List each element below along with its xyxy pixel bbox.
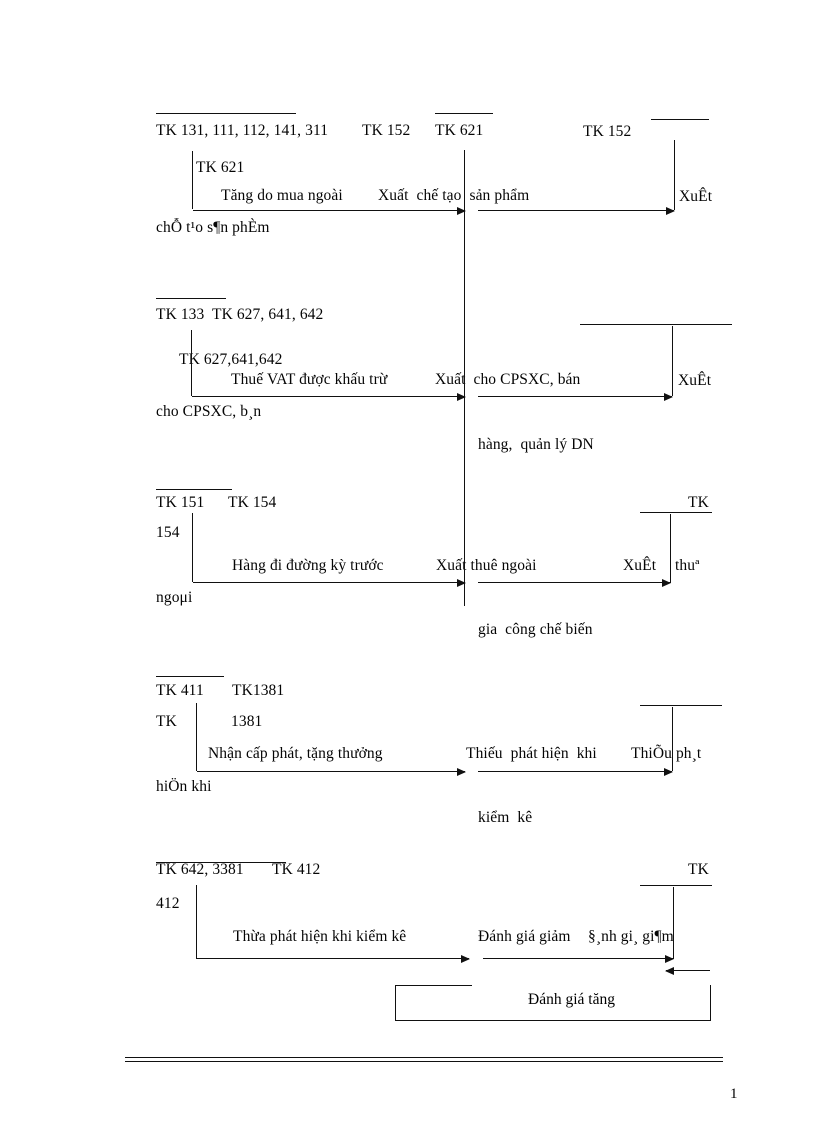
section-1-left-flow-label: Tăng do mua ngoài [221,187,343,204]
section-2-right-arrow [478,392,673,401]
section-4-header-left-inner: TK [156,713,177,730]
section-3-header-left: TK 151 [156,494,205,511]
section-3-right-vline [670,514,671,583]
section-2-center-flow-label-2: hàng, quản lý DN [478,436,594,453]
section-4-right-vline [672,707,673,771]
section-5-loop-label: Đánh giá tăng [528,991,615,1008]
section-3-right-end-label-2: thuª [675,557,700,574]
section-5-loop-box [395,985,711,1021]
section-1-right-arrow [478,206,675,215]
section-2-right-vline [672,326,673,396]
section-4-right-arrow [478,767,673,776]
section-5-header-right: TK [688,861,709,878]
section-5-loop-arrow [665,966,710,975]
section-3-right-end-label: XuÊt [623,557,657,574]
center-spine-vline [464,150,465,606]
section-5-header-left: TK 642, 3381 [156,861,244,878]
section-5-inner-label: 412 [156,895,180,912]
section-2-header-left: TK 133 [156,306,205,323]
section-1-left-vline [192,151,193,209]
section-5-right-top-hline [640,885,712,886]
section-5-left-vline [196,885,197,959]
overline-section-1-left [156,113,296,114]
section-4-center-flow-label: Thiếu phát hiện khi [466,745,597,762]
section-3-header-right: TK [688,494,709,511]
section-3-left-arrow [193,578,466,587]
section-4-left-arrow [197,767,466,776]
section-5-left-arrow [197,954,470,963]
overline-section-3-left [156,489,232,490]
section-3-overflow-line: ngoμi [156,589,193,606]
section-4-overflow-line: hiÖn khi [156,778,212,795]
overline-section-5-left [156,862,286,863]
section-4-header-center: TK1381 [232,682,285,699]
section-2-right-top-hline [580,324,732,325]
section-1-header-center: TK 621 [435,122,484,139]
section-5-loop-box-top-segment [395,985,472,986]
section-1-right-end-label: XuÊt [679,188,713,205]
section-4-header-left: TK 411 [156,682,204,699]
section-5-left-flow-label: Thừa phát hiện khi kiểm kê [233,928,407,945]
section-2-overflow-line: cho CPSXC, b¸n [156,403,262,420]
section-4-center-flow-label-2: kiểm kê [478,809,533,826]
footer-rule [125,1057,723,1062]
section-1-header-left-second: TK 152 [362,122,411,139]
section-5-right-end-label: §¸nh gi¸ gi¶m [588,928,674,945]
section-1-header-right: TK 152 [583,123,632,140]
section-4-right-top-hline [640,705,722,706]
section-2-center-flow-label: Xuất cho CPSXC, bán [435,371,581,388]
section-2-inner-label: TK 627,641,642 [179,351,283,368]
overline-section-1-right [651,119,709,120]
section-5-center-flow-label: Đánh giá giảm [478,928,571,945]
section-5-right-arrow [483,954,674,963]
section-2-left-vline [191,330,192,396]
section-3-right-top-hline [640,512,712,513]
page-number: 1 [730,1086,738,1102]
section-1-right-vline [674,140,675,210]
section-3-center-flow-label: Xuất thuê ngoài [436,557,537,574]
section-2-header-center: TK 627, 641, 642 [212,306,324,323]
section-4-inner-label: 1381 [231,713,263,730]
overline-section-4-left [156,676,224,677]
section-1-overflow-line: chỖ t¹o s¶n phÈm [156,219,270,236]
overline-section-1-center [435,113,493,114]
section-4-left-vline [196,703,197,771]
section-2-right-end-label: XuÊt [678,372,712,389]
section-2-left-arrow [192,392,466,401]
section-2-left-flow-label: Thuế VAT được khấu trừ [231,371,388,388]
section-1-center-flow-label: Xuất chế tạo sản phẩm [378,187,530,204]
section-5-right-vline [673,887,674,959]
section-3-header-center: TK 154 [228,494,277,511]
section-1-inner-label: TK 621 [196,159,245,176]
section-5-header-center: TK 412 [272,861,321,878]
section-3-right-arrow [478,578,671,587]
section-3-center-flow-label-2: gia công chế biến [478,621,593,638]
section-4-left-flow-label: Nhận cấp phát, tặng thưởng [208,745,383,762]
section-1-header-left: TK 131, 111, 112, 141, 311 [156,122,329,139]
section-3-inner-label: 154 [156,524,180,541]
section-4-right-end-label: ThiÕu ph¸t [631,745,702,762]
section-1-left-arrow [193,206,466,215]
section-3-left-flow-label: Hàng đi đường kỳ trước [232,557,384,574]
section-3-left-vline [192,513,193,582]
overline-section-2-left [156,298,226,299]
